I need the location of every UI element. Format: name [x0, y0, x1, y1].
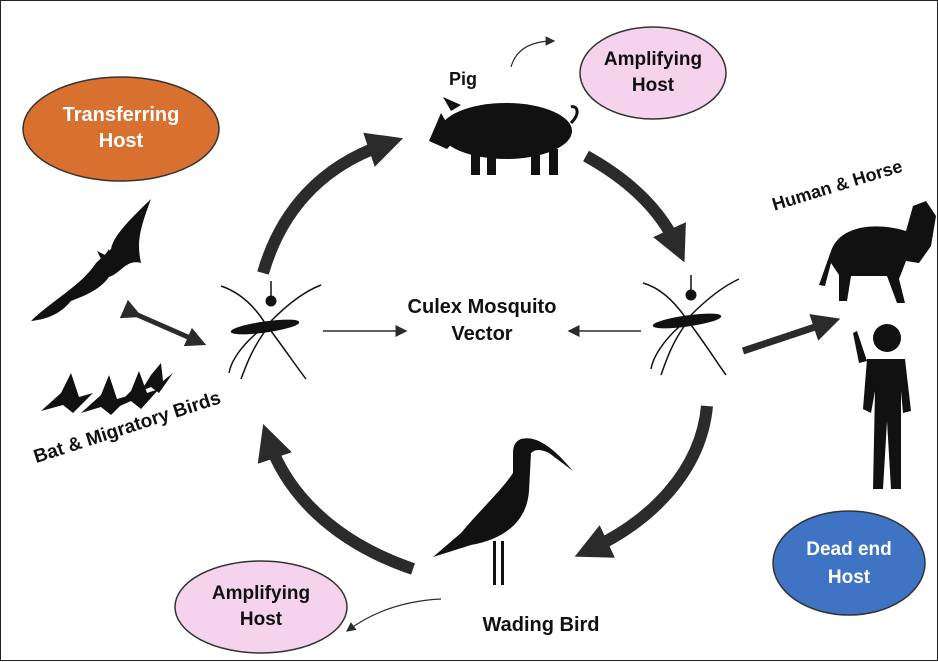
mosquito-icon-right	[643, 275, 739, 375]
transferring-host-oval: Transferring Host	[23, 77, 219, 181]
human-horse-label: Human & Horse	[770, 156, 905, 215]
dead-end-host-line2: Host	[828, 567, 871, 588]
cycle-arrow-mosquito-to-wading-bird	[591, 406, 707, 549]
transferring-host-line2: Host	[99, 130, 144, 152]
cycle-arrow-wading-bird-to-mosquito	[269, 441, 413, 569]
transferring-host-line1: Transferring	[63, 104, 180, 126]
amplifying-host-top-oval: Amplifying Host	[580, 27, 726, 119]
migratory-birds-icon	[41, 363, 173, 415]
amplifying-host-top-line1: Amplifying	[604, 49, 702, 70]
pig-label: Pig	[449, 69, 477, 89]
horse-icon	[819, 201, 936, 303]
arrow-mosquito-to-dead-end	[743, 323, 827, 351]
mosquito-icon-left	[221, 281, 321, 379]
wading-bird-label: Wading Bird	[482, 614, 599, 636]
arrow-bat-mosquito	[133, 313, 197, 341]
arrow-pig-to-amplifying	[511, 41, 554, 67]
stork-icon	[433, 438, 573, 585]
amplifying-host-top-line2: Host	[632, 75, 675, 96]
arrow-wading-to-amplifying	[347, 599, 441, 631]
bat-icon	[31, 199, 151, 321]
dead-end-host-line1: Dead end	[806, 539, 892, 560]
cycle-arrow-pig-to-mosquito	[586, 156, 677, 246]
center-label-line2: Vector	[451, 323, 512, 345]
human-icon	[853, 324, 911, 489]
amplifying-host-bottom-oval: Amplifying Host	[175, 561, 347, 653]
dead-end-host-oval: Dead end Host	[773, 511, 925, 615]
amplifying-host-bottom-line1: Amplifying	[212, 583, 310, 604]
pig-icon	[429, 97, 577, 175]
cycle-arrow-mosquito-to-pig	[263, 144, 386, 273]
amplifying-host-bottom-line2: Host	[240, 609, 283, 630]
center-label-line1: Culex Mosquito	[408, 296, 557, 318]
